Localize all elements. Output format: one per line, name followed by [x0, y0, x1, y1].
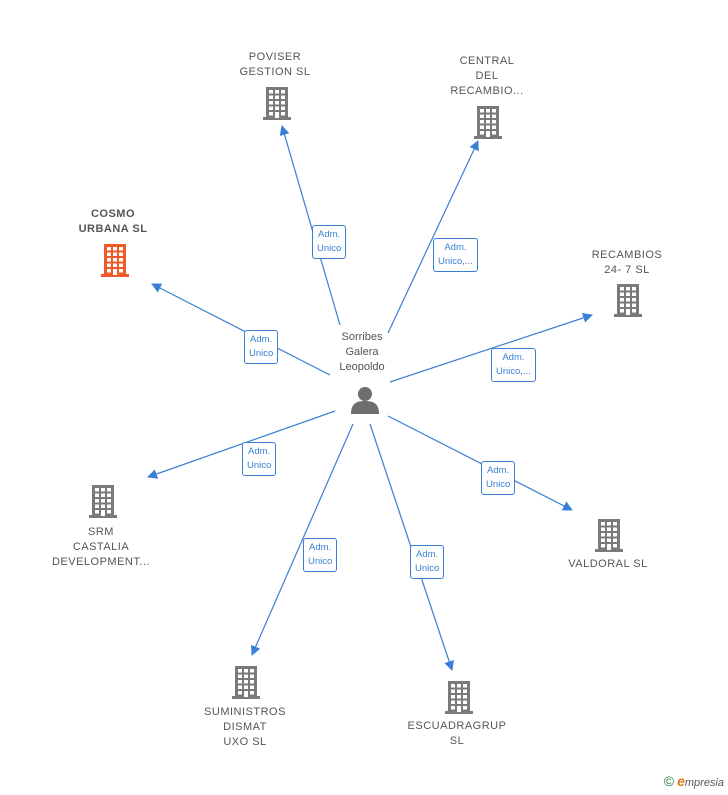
company-name-line: POVISER	[248, 51, 302, 63]
company-name-suministros[interactable]: SUMINISTROS DISMAT UXO SL	[185, 705, 305, 750]
role-text: Unico	[247, 460, 272, 471]
company-name-line: 24- 7 SL	[604, 264, 650, 276]
company-name-line: DEVELOPMENT...	[51, 556, 151, 568]
company-name-line: DISMAT	[223, 721, 267, 733]
role-text: Unico	[249, 348, 274, 359]
copyright-icon: ©	[663, 773, 675, 789]
edge-suministros	[251, 423, 354, 656]
role-text: Adm.	[502, 352, 525, 363]
role-badge-cosmo[interactable]: Adm. Unico	[244, 330, 279, 364]
company-name-line: GESTION SL	[239, 66, 311, 78]
role-text: Adm.	[318, 229, 341, 240]
building-icon-valdoral[interactable]	[595, 519, 623, 552]
building-icon-srm[interactable]	[89, 485, 117, 518]
company-name-escuadragrup[interactable]: ESCUADRAGRUP SL	[397, 719, 517, 749]
company-name-line: VALDORAL SL	[568, 558, 648, 570]
person-icon[interactable]	[351, 387, 379, 414]
center-person-name[interactable]: Sorribes Galera Leopoldo	[339, 331, 385, 373]
edge-valdoral	[387, 415, 573, 511]
company-name-line: COSMO	[90, 208, 136, 220]
company-name-valdoral[interactable]: VALDORAL SL	[548, 557, 668, 572]
company-name-line: RECAMBIOS	[591, 249, 663, 261]
role-text: Unico	[308, 556, 333, 567]
role-text: Adm.	[487, 465, 510, 476]
building-icon-central[interactable]	[474, 106, 502, 139]
company-name-line: SRM	[88, 526, 114, 538]
company-name-line: URBANA SL	[78, 223, 148, 235]
brand-name: mpresia	[684, 777, 724, 789]
role-text: Adm.	[309, 542, 332, 553]
company-name-central[interactable]: CENTRAL DEL RECAMBIO...	[427, 54, 547, 99]
role-text: Unico	[415, 563, 440, 574]
company-name-line: RECAMBIO...	[450, 85, 524, 97]
role-badge-central[interactable]: Adm. Unico,...	[433, 238, 478, 272]
company-name-line: SL	[449, 735, 465, 747]
building-icon-recambios[interactable]	[614, 284, 642, 317]
edge-poviser	[279, 125, 341, 326]
role-text: Adm.	[444, 242, 467, 253]
role-text: Unico,...	[496, 366, 531, 377]
role-text: Adm.	[250, 334, 273, 345]
role-badge-poviser[interactable]: Adm. Unico	[312, 225, 347, 259]
role-text: Adm.	[248, 446, 271, 457]
footer-brand[interactable]: ©empresia	[664, 773, 724, 789]
brand-logo-letter: e	[677, 773, 685, 789]
role-text: Unico	[317, 243, 342, 254]
company-name-poviser[interactable]: POVISER GESTION SL	[215, 50, 335, 80]
role-text: Unico,...	[438, 256, 473, 267]
company-name-line: SUMINISTROS	[204, 706, 286, 718]
company-name-srm[interactable]: SRM CASTALIA DEVELOPMENT...	[41, 525, 161, 570]
company-name-line: CASTALIA	[72, 541, 130, 553]
company-name-line: ESCUADRAGRUP	[407, 720, 507, 732]
company-name-line: UXO SL	[223, 736, 267, 748]
role-badge-escuadragrup[interactable]: Adm. Unico	[410, 545, 445, 579]
company-name-recambios[interactable]: RECAMBIOS 24- 7 SL	[567, 248, 687, 278]
company-name-cosmo[interactable]: COSMO URBANA SL	[53, 207, 173, 237]
building-icon-cosmo[interactable]	[101, 244, 129, 277]
company-name-line: DEL	[475, 70, 499, 82]
edge-central	[387, 140, 479, 334]
company-name-line: CENTRAL	[459, 55, 515, 67]
building-icon-poviser[interactable]	[263, 87, 291, 120]
role-text: Adm.	[416, 549, 439, 560]
edge-cosmo	[151, 283, 331, 376]
edge-srm	[147, 410, 336, 479]
role-badge-srm[interactable]: Adm. Unico	[242, 442, 277, 476]
role-badge-suministros[interactable]: Adm. Unico	[303, 538, 338, 572]
role-badge-valdoral[interactable]: Adm. Unico	[481, 461, 516, 495]
role-badge-recambios[interactable]: Adm. Unico,...	[491, 348, 536, 382]
role-text: Unico	[486, 479, 511, 490]
building-icon-suministros[interactable]	[232, 666, 260, 699]
building-icon-escuadragrup[interactable]	[445, 681, 473, 714]
